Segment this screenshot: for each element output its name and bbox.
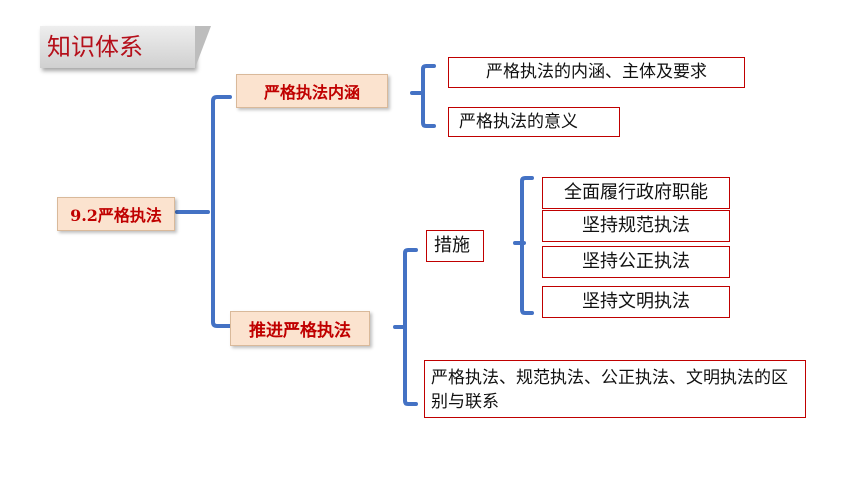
measure-item: 坚持文明执法 bbox=[542, 286, 730, 318]
header-tab bbox=[40, 26, 195, 68]
inner-bracket bbox=[410, 64, 436, 128]
inner-item-meaning: 严格执法的意义 bbox=[448, 107, 620, 137]
page-title: 知识体系 bbox=[47, 33, 143, 61]
branch-inner-label: 严格执法内涵 bbox=[236, 74, 388, 108]
promote-bracket bbox=[393, 248, 418, 406]
measure-item: 坚持规范执法 bbox=[542, 210, 730, 242]
inner-item-definition: 严格执法的内涵、主体及要求 bbox=[448, 57, 745, 88]
measures-bracket bbox=[513, 176, 534, 315]
root-node: 9.2严格执法 bbox=[57, 197, 175, 231]
measure-item: 全面履行政府职能 bbox=[542, 177, 730, 209]
measures-label: 措施 bbox=[426, 230, 484, 262]
header-tab-notch bbox=[195, 26, 211, 68]
difference-item: 严格执法、规范执法、公正执法、文明执法的区别与联系 bbox=[424, 360, 806, 418]
inner-item-definition-text: 严格执法的内涵、主体及要求 bbox=[486, 62, 707, 82]
branch-promote-label: 推进严格执法 bbox=[230, 311, 370, 346]
measure-item: 坚持公正执法 bbox=[542, 246, 730, 278]
root-bracket bbox=[175, 95, 232, 328]
